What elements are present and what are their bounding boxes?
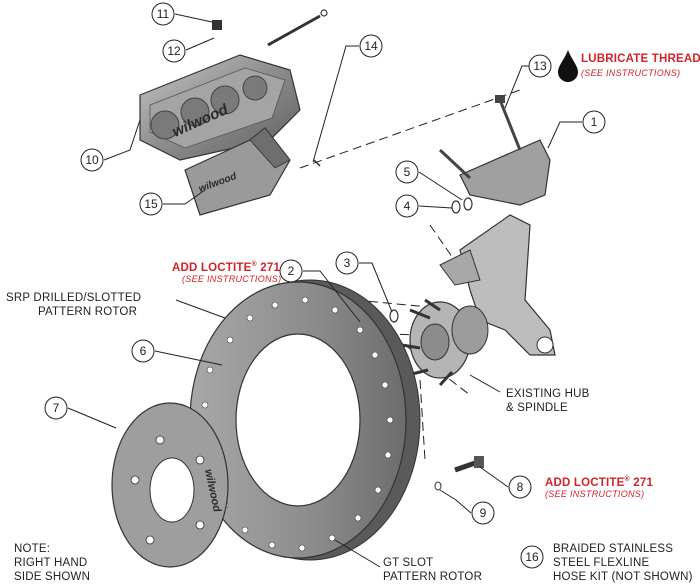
rotor-hat: wilwood [111,402,229,568]
srp-line-2: PATTERN ROTOR [38,306,138,318]
svg-text:9: 9 [480,506,487,520]
svg-text:15: 15 [144,197,158,211]
gt-line-2: PATTERN ROTOR [383,571,483,583]
registered-mark: ® [251,261,257,268]
svg-text:2: 2 [288,264,295,278]
hose-kit-label: BRAIDED STAINLESS STEEL FLEXLINE HOSE KI… [553,542,693,584]
svg-text:14: 14 [364,39,378,53]
svg-text:4: 4 [404,199,411,213]
side-note: NOTE: RIGHT HAND SIDE SHOWN [14,542,90,584]
lubricate-note: LUBRICATE THREADS [581,52,700,66]
callout-7: 7 [44,396,68,420]
callouts: 11 12 14 13 1 10 5 4 15 2 3 6 7 8 9 16 [44,2,606,569]
callout-3: 3 [335,251,359,275]
callout-11: 11 [151,2,175,26]
callout-16: 16 [520,545,544,569]
callout-9: 9 [471,501,495,525]
hub-line-2: & SPINDLE [506,402,568,414]
hose-line-2: STEEL FLEXLINE [553,557,650,569]
svg-text:7: 7 [53,401,60,415]
loctite-bottom-text: ADD LOCTITE [545,476,625,489]
loctite-top-num: 271 [260,261,281,274]
callout-8: 8 [508,475,532,499]
hub-line-1: EXISTING HUB [506,388,590,400]
hose-line-3: HOSE KIT (NOT SHOWN) [553,571,693,583]
loctite-bottom-num: 271 [633,476,654,489]
callout-15: 15 [139,192,163,216]
svg-text:12: 12 [167,44,181,58]
hat-bolt [434,456,484,491]
svg-text:5: 5 [404,165,411,179]
callout-10: 10 [80,148,104,172]
gt-rotor-label: GT SLOT PATTERN ROTOR [383,556,482,584]
oil-drop-icon [558,50,578,82]
callout-13: 13 [528,54,552,78]
leader-lines [67,13,582,568]
brake-pad: wilwood [184,127,291,216]
callout-2: 2 [279,259,303,283]
svg-text:6: 6 [140,344,147,358]
note-line-1: NOTE: [14,543,51,555]
registered-mark: ® [624,476,630,483]
callout-14: 14 [359,34,383,58]
loctite-top-text: ADD LOCTITE [172,261,252,274]
loctite-note-top-sub: (SEE INSTRUCTIONS) [182,274,282,284]
svg-text:10: 10 [85,153,99,167]
washers [451,197,473,214]
callout-6: 6 [131,339,155,363]
loctite-note-top: ADD LOCTITE® 271 [172,258,280,275]
svg-text:1: 1 [591,115,598,129]
callout-12: 12 [162,39,186,63]
callout-5: 5 [395,160,419,184]
hub-spindle-label: EXISTING HUB & SPINDLE [506,387,590,415]
srp-line-1: SRP DRILLED/SLOTTED [6,292,142,304]
svg-text:16: 16 [525,550,539,564]
svg-text:11: 11 [157,7,170,21]
callout-4: 4 [395,194,419,218]
rotor [189,279,421,561]
bridge-bolt [267,9,328,167]
srp-rotor-label: SRP DRILLED/SLOTTED PATTERN ROTOR [6,291,141,319]
hub [401,298,489,387]
svg-text:3: 3 [344,256,351,270]
lubricate-text: LUBRICATE THREADS [581,53,700,65]
loctite-note-bottom-sub: (SEE INSTRUCTIONS) [545,489,645,499]
lubricate-note-sub: (SEE INSTRUCTIONS) [581,68,681,78]
callout-1: 1 [582,110,606,134]
mounting-bracket [438,95,551,206]
hose-line-1: BRAIDED STAINLESS [553,543,674,555]
svg-text:13: 13 [533,59,547,73]
gt-line-1: GT SLOT [383,557,434,569]
note-line-3: SIDE SHOWN [14,571,91,583]
note-line-2: RIGHT HAND [14,557,88,569]
svg-text:8: 8 [517,480,524,494]
loctite-note-bottom: ADD LOCTITE® 271 [545,473,653,490]
